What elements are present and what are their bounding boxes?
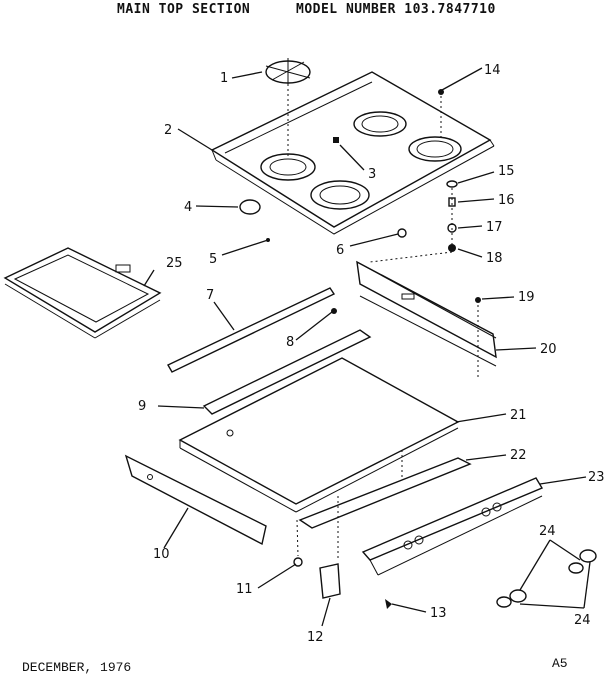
burner-grate (265, 58, 311, 86)
callout-21: 21 (510, 408, 527, 423)
callout-11: 11 (236, 582, 253, 597)
callout-1: 1 (220, 71, 228, 86)
part-4 (239, 199, 261, 215)
side-strip (167, 287, 336, 373)
callout-24-top: 24 (539, 524, 556, 539)
page-id: A5 (552, 656, 568, 671)
control-knobs (496, 549, 597, 608)
bottom-pan (178, 357, 460, 513)
callout-6: 6 (336, 243, 344, 258)
callout-12: 12 (307, 630, 324, 645)
control-panel (361, 477, 544, 576)
leader-lines (143, 67, 591, 627)
callout-3: 3 (368, 167, 376, 182)
drip-tray (3, 247, 162, 339)
callout-14: 14 (484, 63, 501, 78)
callout-4: 4 (184, 200, 192, 215)
callout-8: 8 (286, 335, 294, 350)
callout-2: 2 (164, 123, 172, 138)
callout-5: 5 (209, 252, 217, 267)
footer-date: DECEMBER, 1976 (22, 660, 132, 675)
callout-17: 17 (486, 220, 503, 235)
cooktop-panel (210, 71, 495, 235)
diagram-title: MAIN TOP SECTION (117, 2, 251, 17)
callout-13: 13 (430, 606, 447, 621)
side-rail (124, 454, 267, 546)
callout-labels: 1 2 3 4 5 6 7 8 9 10 11 12 13 14 15 16 1… (138, 63, 605, 645)
rear-bracket (356, 260, 497, 367)
callout-24-bottom: 24 (574, 613, 591, 628)
callout-20: 20 (540, 342, 557, 357)
callout-10: 10 (153, 547, 170, 562)
front-bar (202, 329, 372, 415)
lower-rail (298, 457, 472, 529)
model-number: MODEL NUMBER 103.7847710 (296, 2, 496, 17)
clip-part (319, 563, 341, 599)
callout-22: 22 (510, 448, 527, 463)
callout-9: 9 (138, 399, 146, 414)
callout-16: 16 (498, 193, 515, 208)
callout-23: 23 (588, 470, 605, 485)
callout-15: 15 (498, 164, 515, 179)
callout-7: 7 (206, 288, 214, 303)
assembly-lines (296, 96, 479, 560)
callout-18: 18 (486, 251, 503, 266)
callout-19: 19 (518, 290, 535, 305)
callout-25: 25 (166, 256, 183, 271)
